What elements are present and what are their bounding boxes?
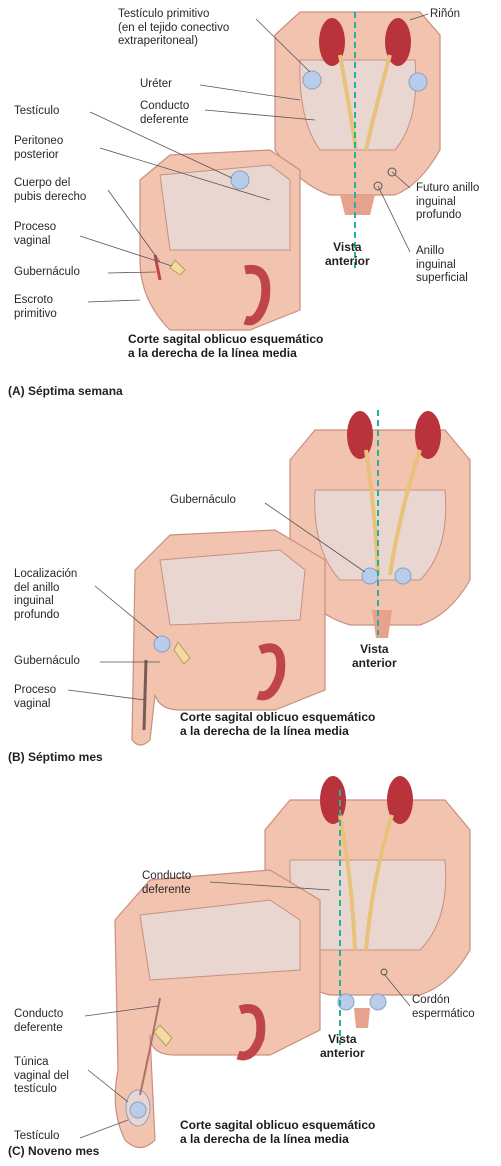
primitive-testis-left xyxy=(303,71,321,89)
label-vaginal-process-b: Proceso vaginal xyxy=(14,684,56,711)
testis-b xyxy=(154,636,170,652)
view-label-b: Vista anterior xyxy=(352,642,397,670)
label-ductus-deferens-top-c: Conducto deferente xyxy=(142,870,191,897)
label-vaginal-process-a: Proceso vaginal xyxy=(14,221,56,248)
testis-c xyxy=(130,1102,146,1118)
label-gubernaculum-a: Gubernáculo xyxy=(14,266,80,280)
label-testis-c: Testículo xyxy=(14,1130,59,1144)
caption-b: (B) Séptimo mes xyxy=(8,750,103,764)
sagittal-section-c xyxy=(115,870,320,1148)
label-ureter: Uréter xyxy=(140,78,172,92)
panel-a-seventh-week: Testículo primitivo (en el tejido conect… xyxy=(0,0,501,410)
label-gubernaculum-b: Gubernáculo xyxy=(14,655,80,669)
label-testis-a: Testículo xyxy=(14,105,59,119)
label-future-deep-ring: Futuro anillo inguinal profundo xyxy=(416,182,479,223)
testis-left-b xyxy=(362,568,378,584)
primitive-testis-right xyxy=(409,73,427,91)
panel-c-ninth-month: Conducto deferente Cordón espermático Co… xyxy=(0,770,501,1166)
caption-a: (A) Séptima semana xyxy=(8,384,123,398)
section-title-c: Corte sagital oblicuo esquemático a la d… xyxy=(180,1118,375,1146)
label-deep-ring-location: Localización del anillo inguinal profund… xyxy=(14,568,77,622)
label-kidney: Riñón xyxy=(430,8,460,22)
left-kidney-b xyxy=(347,411,373,459)
caption-c: (C) Noveno mes xyxy=(8,1144,99,1158)
label-pubic-body: Cuerpo del pubis derecho xyxy=(14,177,86,204)
label-spermatic-cord: Cordón espermático xyxy=(412,994,475,1021)
view-label-a: Vista anterior xyxy=(325,240,370,268)
testis-right-b xyxy=(395,568,411,584)
label-posterior-peritoneum: Peritoneo posterior xyxy=(14,135,63,162)
sagittal-section-a xyxy=(140,150,300,330)
section-title-b: Corte sagital oblicuo esquemático a la d… xyxy=(180,710,375,738)
view-label-c: Vista anterior xyxy=(320,1032,365,1060)
label-primitive-scrotum: Escroto primitivo xyxy=(14,294,57,321)
label-superficial-ring: Anillo inguinal superficial xyxy=(416,245,468,286)
panel-c-illustration xyxy=(0,770,501,1166)
panel-b-seventh-month: Gubernáculo Localización del anillo ingu… xyxy=(0,410,501,770)
testis-a xyxy=(231,171,249,189)
testis-right-c xyxy=(370,994,386,1010)
label-primitive-testis: Testículo primitivo (en el tejido conect… xyxy=(118,8,229,49)
label-tunica-vaginalis: Túnica vaginal del testículo xyxy=(14,1056,69,1097)
label-ductus-deferens-a: Conducto deferente xyxy=(140,100,189,127)
label-ductus-deferens-c: Conducto deferente xyxy=(14,1008,63,1035)
section-title-a: Corte sagital oblicuo esquemático a la d… xyxy=(128,332,323,360)
label-gubernaculum-top-b: Gubernáculo xyxy=(170,494,236,508)
